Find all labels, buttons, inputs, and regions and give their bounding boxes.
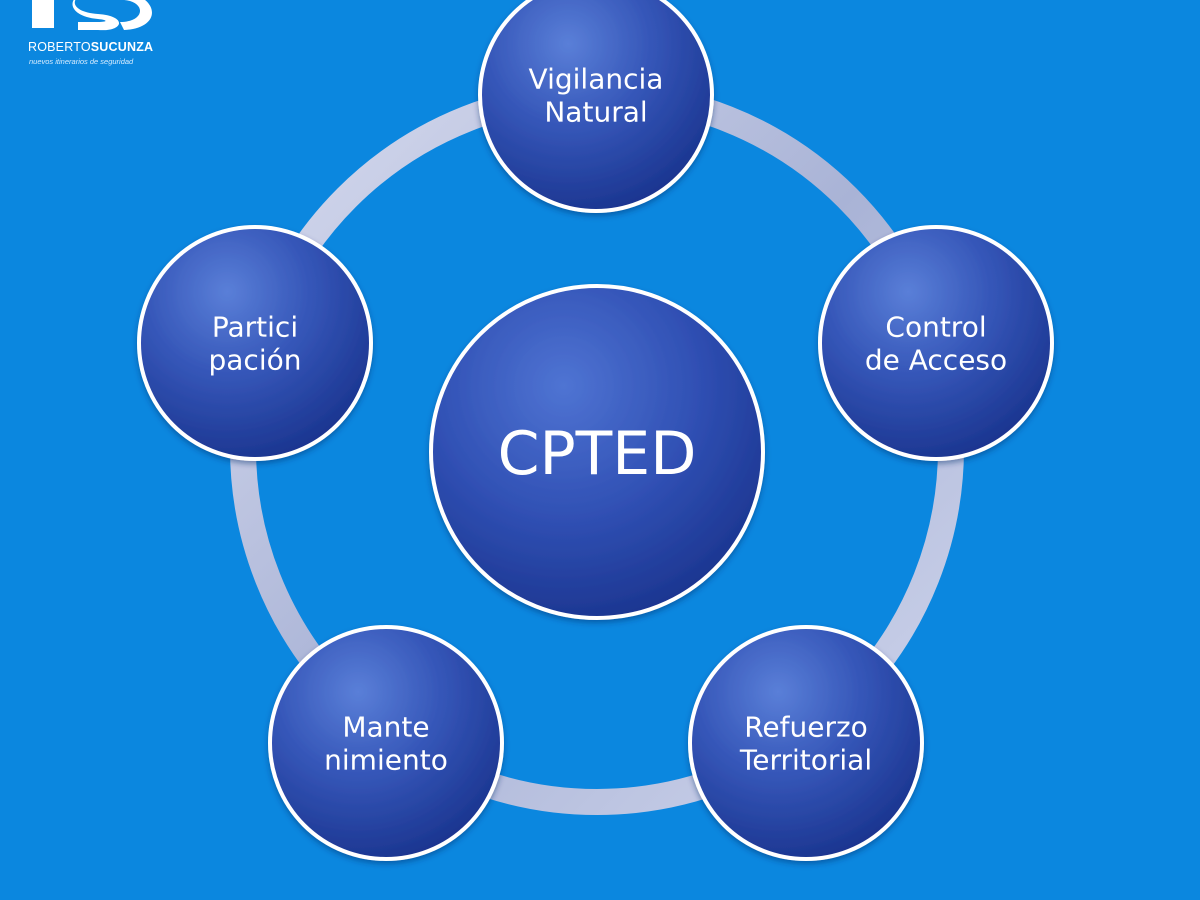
node-label-refuerzo-line-2: Territorial bbox=[739, 744, 872, 777]
node-circle-mantenimiento bbox=[268, 625, 504, 861]
center-label: CPTED bbox=[498, 419, 697, 489]
center-node: CPTED bbox=[429, 284, 765, 620]
node-label-control-line-2: de Acceso bbox=[865, 344, 1007, 377]
logo-wordmark: ROBERTOSUCUNZA bbox=[28, 40, 153, 54]
node-circle-refuerzo bbox=[688, 625, 924, 861]
logo-name-light: ROBERTO bbox=[28, 40, 91, 54]
node-label-participacion-line-2: pación bbox=[209, 344, 302, 377]
node-circle-control bbox=[818, 225, 1054, 461]
node-label-mantenimiento-line-2: nimiento bbox=[324, 744, 448, 777]
logo-name-bold: SUCUNZA bbox=[90, 40, 154, 54]
node-label-vigilancia-line-1: Vigilancia bbox=[529, 63, 664, 96]
node-circle-participacion bbox=[137, 225, 373, 461]
logo-tagline: nuevos itinerarios de seguridad bbox=[29, 57, 134, 66]
center-circle bbox=[429, 284, 765, 620]
node-label-refuerzo-line-1: Refuerzo bbox=[744, 711, 868, 744]
rs-logo-icon bbox=[32, 0, 152, 31]
node-label-control-line-1: Control bbox=[885, 311, 986, 344]
node-label-vigilancia-line-2: Natural bbox=[544, 96, 647, 129]
node-label-participacion-line-1: Partici bbox=[212, 311, 298, 344]
node-label-mantenimiento-line-1: Mante bbox=[342, 711, 429, 744]
logo: ROBERTOSUCUNZA nuevos itinerarios de seg… bbox=[28, 0, 178, 72]
node-circle-vigilancia bbox=[478, 0, 714, 213]
